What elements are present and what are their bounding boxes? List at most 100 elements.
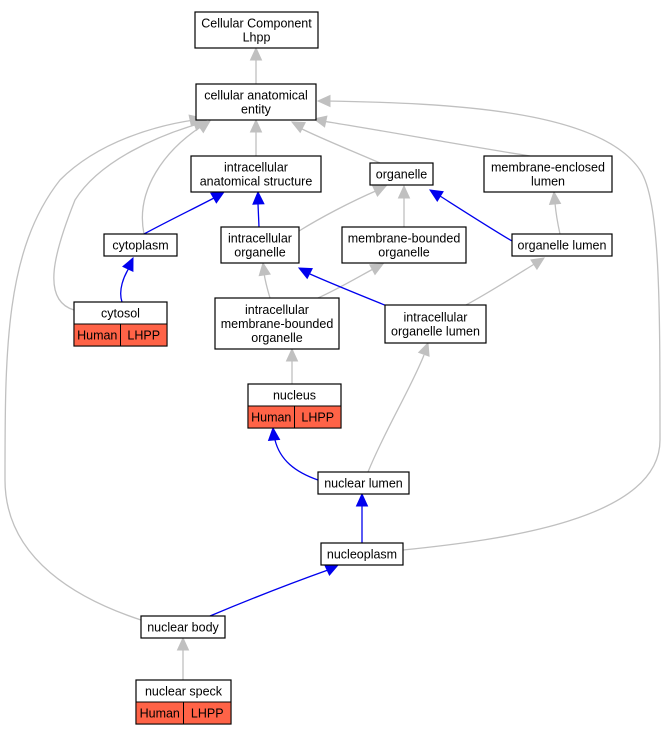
edge-arrowhead-iol-ol <box>530 257 546 271</box>
node-label-line: organelle <box>251 331 302 345</box>
edge-arrowhead-cae-root <box>249 46 263 61</box>
annotation-badge-label: LHPP <box>127 329 160 343</box>
node-label-line: Lhpp <box>243 31 271 45</box>
edge-cytosol-cytoplasm <box>120 256 134 303</box>
edge-iol-ol <box>465 257 546 306</box>
node-label-line: membrane-bounded <box>221 317 334 331</box>
node-box <box>194 11 319 49</box>
node-label-line: lumen <box>531 175 565 189</box>
node-label-line: intracellular <box>224 161 288 175</box>
edge-arrowhead-nspeck-nbody <box>176 636 190 651</box>
node-box <box>220 226 300 264</box>
edge-ol-mel <box>548 190 562 235</box>
edge-cytoplasm-ias <box>143 191 226 235</box>
node-label-line: nuclear speck <box>145 685 223 699</box>
annotation-badge <box>183 701 232 725</box>
edge-imbo-io <box>258 261 271 299</box>
edge-arrowhead-nbody-nucleoplasm <box>324 564 340 576</box>
edge-arrowhead-ias-cae <box>249 118 263 133</box>
edge-cytosol-cae <box>53 119 208 311</box>
node-nlumen[interactable]: nuclear lumen <box>317 471 410 495</box>
edge-nbody-nucleoplasm <box>209 564 340 617</box>
edge-arrowhead-organelle-cae <box>290 121 306 134</box>
edge-arrowhead-mel-cae <box>312 115 328 128</box>
node-box <box>195 83 317 121</box>
node-label-line: nuclear lumen <box>324 477 403 491</box>
node-label-line: Cellular Component <box>201 17 312 31</box>
node-label-line: nuclear body <box>147 621 219 635</box>
edge-mel-cae <box>312 115 531 157</box>
node-organelle[interactable]: organelle <box>369 162 434 186</box>
node-label-line: organelle lumen <box>518 239 607 253</box>
edge-arrowhead-nlumen-iol <box>417 341 430 357</box>
node-cytoplasm[interactable]: cytoplasm <box>103 233 178 257</box>
edge-iol-io <box>297 267 393 309</box>
node-box <box>369 162 434 186</box>
edge-arrowhead-io-organelle <box>372 185 388 197</box>
node-label-line: intracellular <box>404 311 468 325</box>
node-label-line: organelle <box>378 246 429 260</box>
edge-arrowhead-nucleoplasm-nlumen <box>355 492 369 507</box>
edge-organelle-cae <box>290 121 381 164</box>
node-label-line: cellular anatomical <box>204 89 308 103</box>
edge-arrowhead-imbo-io <box>258 261 271 277</box>
edge-arrowhead-ol-mel <box>548 190 562 205</box>
node-label-line: cytosol <box>101 307 140 321</box>
node-ol[interactable]: organelle lumen <box>511 233 613 257</box>
edge-arrowhead-ol-organelle <box>428 189 444 202</box>
edge-arrowhead-cytosol-cytoplasm <box>122 256 134 272</box>
node-label-line: membrane-enclosed <box>491 161 605 175</box>
annotation-badge-label: LHPP <box>191 707 224 721</box>
annotation-badge-label: Human <box>251 411 291 425</box>
node-label-line: organelle <box>234 246 285 260</box>
node-label-line: membrane-bounded <box>348 232 461 246</box>
node-label-line: nucleus <box>273 389 316 403</box>
edge-nlumen-iol <box>367 341 430 473</box>
node-box <box>341 226 467 264</box>
node-box <box>483 155 613 193</box>
edge-nspeck-nbody <box>176 636 190 680</box>
edge-nucleus-imbo <box>285 347 299 384</box>
node-box <box>140 615 226 639</box>
node-box <box>384 304 487 344</box>
node-label-line: nucleoplasm <box>327 548 397 562</box>
node-label-line: entity <box>241 103 272 117</box>
node-box <box>190 155 322 193</box>
edge-imbo-mbo <box>317 263 385 299</box>
node-nucleoplasm[interactable]: nucleoplasm <box>320 542 404 566</box>
edge-io-organelle <box>298 185 388 232</box>
edge-io-ias <box>252 190 265 228</box>
edge-nucleoplasm-nlumen <box>355 492 369 543</box>
edge-cae-root <box>249 46 263 84</box>
edge-arrowhead-io-ias <box>252 190 265 205</box>
node-box <box>317 471 410 495</box>
node-nbody[interactable]: nuclear body <box>140 615 226 639</box>
node-label-line: cytoplasm <box>112 239 168 253</box>
node-label-line: intracellular <box>245 303 309 317</box>
annotation-badge-label: Human <box>77 329 117 343</box>
node-label-line: organelle <box>376 168 427 182</box>
node-box <box>214 297 340 350</box>
edge-nucleoplasm-cae <box>316 94 661 551</box>
node-box <box>511 233 613 257</box>
edge-arrowhead-imbo-mbo <box>369 263 385 276</box>
annotation-badge-label: Human <box>140 707 180 721</box>
edge-arrowhead-nucleus-imbo <box>285 347 299 362</box>
node-label-line: intracellular <box>228 232 292 246</box>
edge-arrowhead-cytoplasm-ias <box>210 191 226 204</box>
edge-ias-cae <box>249 118 263 156</box>
annotation-badge <box>294 405 342 429</box>
